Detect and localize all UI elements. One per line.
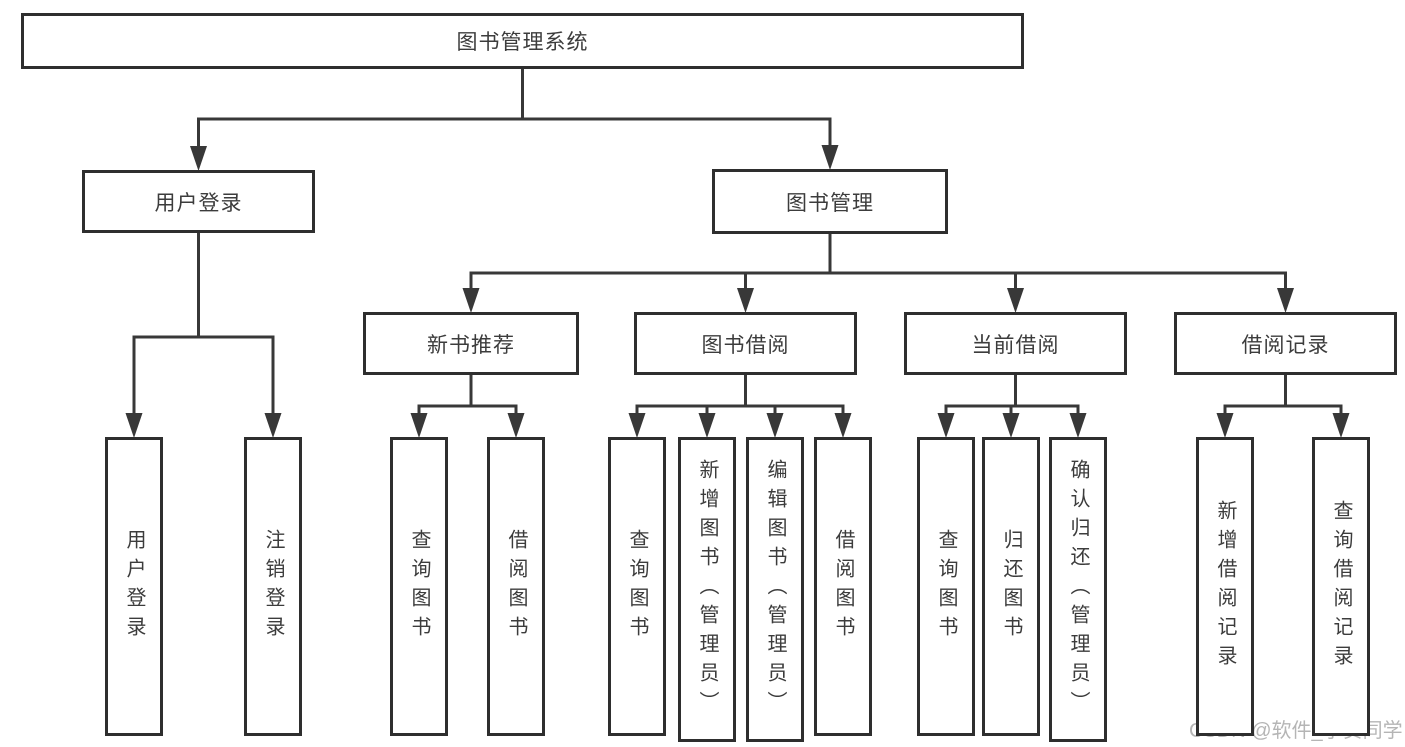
node-label: 新书推荐 <box>427 333 515 357</box>
node-label: 用户登录 <box>123 528 145 645</box>
node-label: 新增图书（管理员） <box>696 459 718 720</box>
node-label: 查询图书 <box>935 528 957 645</box>
node-label: 新增借阅记录 <box>1214 499 1236 674</box>
node-leaf-borrow-book-2: 借阅图书 <box>814 437 872 736</box>
node-label: 借阅记录 <box>1241 333 1330 357</box>
node-leaf-query-book-2: 查询图书 <box>608 437 666 736</box>
node-label: 查询借阅记录 <box>1330 499 1352 674</box>
node-label: 查询图书 <box>626 528 648 645</box>
node-label: 归还图书 <box>1000 528 1022 645</box>
node-label: 图书管理 <box>786 191 874 215</box>
node-leaf-edit-book-admin: 编辑图书（管理员） <box>746 437 804 742</box>
node-root: 图书管理系统 <box>21 13 1024 69</box>
node-user-login: 用户登录 <box>82 170 315 233</box>
node-leaf-logout: 注销登录 <box>244 437 302 736</box>
node-current-borrowing: 当前借阅 <box>904 312 1127 375</box>
node-borrowing-records: 借阅记录 <box>1174 312 1397 375</box>
node-leaf-query-book-3: 查询图书 <box>917 437 975 736</box>
node-leaf-query-borrow-record: 查询借阅记录 <box>1312 437 1370 736</box>
node-label: 借阅图书 <box>505 528 527 645</box>
node-new-book-recommend: 新书推荐 <box>363 312 579 375</box>
node-book-management: 图书管理 <box>712 169 948 234</box>
node-label: 图书管理系统 <box>456 31 589 54</box>
node-leaf-add-borrow-record: 新增借阅记录 <box>1196 437 1254 736</box>
node-leaf-query-book-1: 查询图书 <box>390 437 448 736</box>
node-label: 注销登录 <box>262 528 284 645</box>
node-label: 图书借阅 <box>701 333 790 357</box>
node-book-borrowing: 图书借阅 <box>634 312 857 375</box>
node-label: 查询图书 <box>408 528 430 645</box>
node-leaf-user-login: 用户登录 <box>105 437 163 736</box>
node-leaf-return-book: 归还图书 <box>982 437 1040 736</box>
node-label: 编辑图书（管理员） <box>764 459 786 720</box>
node-label: 用户登录 <box>154 191 243 215</box>
node-label: 确认归还（管理员） <box>1067 459 1089 720</box>
node-leaf-borrow-book-1: 借阅图书 <box>487 437 545 736</box>
node-label: 借阅图书 <box>832 528 854 645</box>
node-leaf-confirm-return-admin: 确认归还（管理员） <box>1049 437 1107 742</box>
node-label: 当前借阅 <box>971 333 1060 357</box>
node-leaf-add-book-admin: 新增图书（管理员） <box>678 437 736 742</box>
